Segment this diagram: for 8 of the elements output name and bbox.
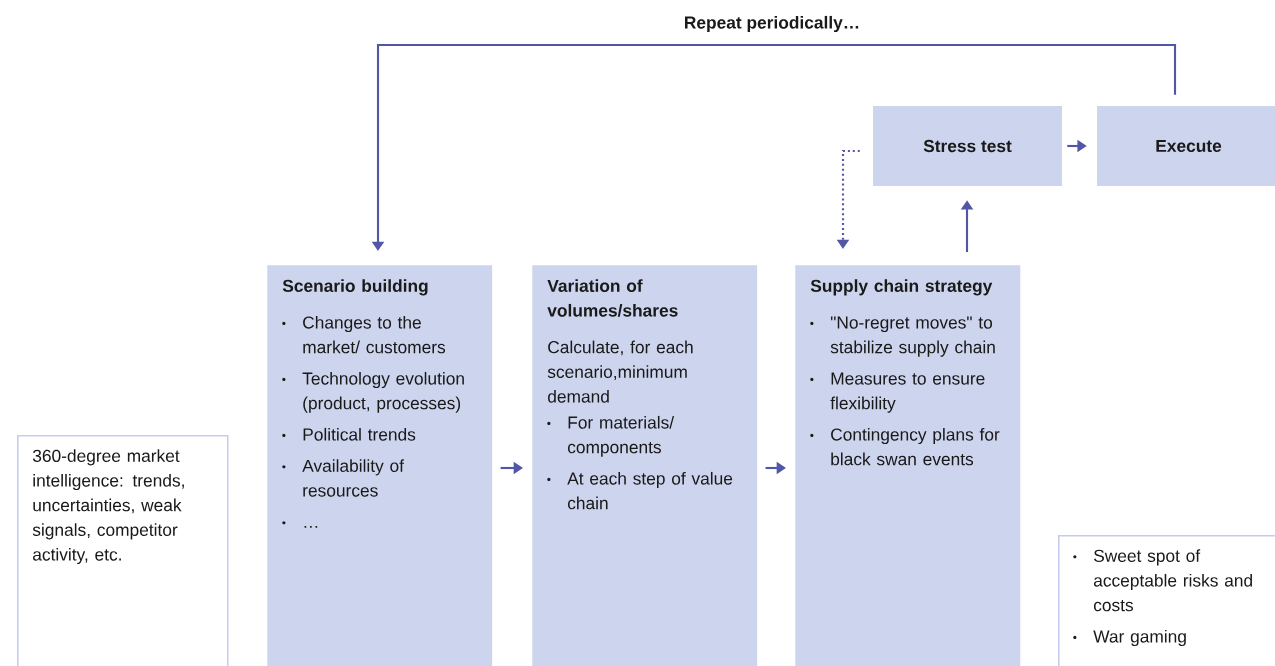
note-box: 360-degree market intelligence: trends, uncertainties, weak signals, competitor activity, etc. [17, 435, 229, 666]
process-box: Supply chain strategy "No-regret moves" to stabilize supply chain Measures to ensure flexibility Contingency plans for black swan events [795, 265, 1021, 666]
process-box: Stress test [873, 106, 1062, 186]
process-box: Variation of volumes/shares Calculate, for each scenario,minimum demand For materials/ components At each step of value chain [532, 265, 758, 666]
edge-label: Repeat periodically… [685, 15, 859, 33]
process-box: Execute [1097, 106, 1275, 186]
process-box: Scenario building Changes to the market/ customers Technology evolution (product, processes) Political trends Availability of resources … [267, 265, 493, 666]
note-box: Sweet spot of acceptable risks and costs War gaming [1058, 535, 1275, 666]
